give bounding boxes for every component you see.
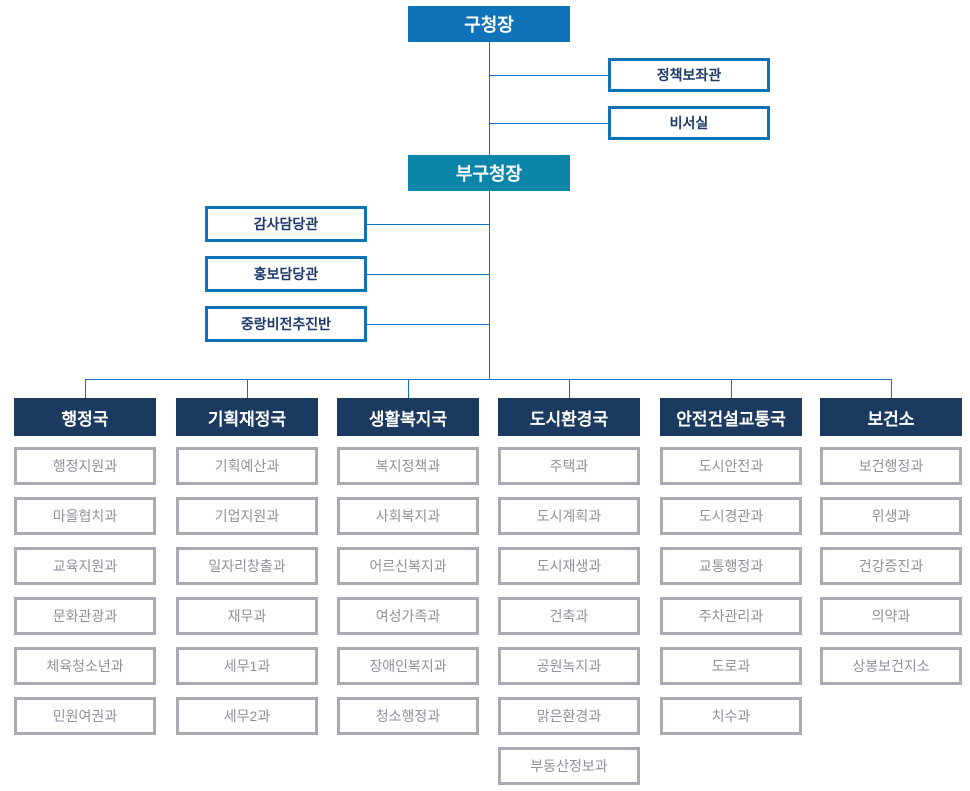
division-box: 기획예산과 (176, 447, 318, 485)
division-box: 교통행정과 (660, 547, 802, 585)
division-box: 재무과 (176, 597, 318, 635)
connector-line (367, 274, 489, 275)
division-box: 교육지원과 (14, 547, 156, 585)
connector-line (490, 123, 608, 124)
node-vision-taskforce: 중랑비전추진반 (205, 306, 367, 342)
node-secretary-office: 비서실 (608, 106, 770, 140)
division-box: 주택과 (498, 447, 640, 485)
division-box: 체육청소년과 (14, 647, 156, 685)
node-district-mayor: 구청장 (408, 6, 570, 42)
division-box: 맑은환경과 (498, 697, 640, 735)
connector-line (490, 75, 608, 76)
division-box: 도시계획과 (498, 497, 640, 535)
division-box: 부동산정보과 (498, 747, 640, 785)
connector-line (891, 380, 892, 398)
division-box: 청소행정과 (337, 697, 479, 735)
division-box: 문화관광과 (14, 597, 156, 635)
department-header: 행정국 (14, 398, 156, 436)
division-box: 주차관리과 (660, 597, 802, 635)
department-header: 보건소 (820, 398, 962, 436)
division-box: 도시경관과 (660, 497, 802, 535)
connector-line (367, 224, 489, 225)
node-pr-officer: 홍보담당관 (205, 256, 367, 292)
division-box: 도로과 (660, 647, 802, 685)
connector-line (731, 380, 732, 398)
division-box: 건강증진과 (820, 547, 962, 585)
connector-line (408, 380, 409, 398)
division-box: 기업지원과 (176, 497, 318, 535)
connector-line (489, 42, 490, 155)
division-box: 민원여권과 (14, 697, 156, 735)
node-policy-advisor: 정책보좌관 (608, 58, 770, 92)
division-box: 치수과 (660, 697, 802, 735)
division-box: 어르신복지과 (337, 547, 479, 585)
division-box: 도시안전과 (660, 447, 802, 485)
division-box: 상봉보건지소 (820, 647, 962, 685)
node-audit-officer: 감사담당관 (205, 206, 367, 242)
division-box: 복지정책과 (337, 447, 479, 485)
connector-line (569, 380, 570, 398)
division-box: 행정지원과 (14, 447, 156, 485)
connector-line (489, 191, 490, 379)
division-box: 세무1과 (176, 647, 318, 685)
division-box: 위생과 (820, 497, 962, 535)
division-box: 여성가족과 (337, 597, 479, 635)
department-header: 생활복지국 (337, 398, 479, 436)
connector-line (367, 324, 489, 325)
division-box: 사회복지과 (337, 497, 479, 535)
department-header: 기획재정국 (176, 398, 318, 436)
division-box: 건축과 (498, 597, 640, 635)
division-box: 마을협치과 (14, 497, 156, 535)
division-box: 도시재생과 (498, 547, 640, 585)
connector-line (247, 380, 248, 398)
connector-line (85, 379, 892, 380)
division-box: 공원녹지과 (498, 647, 640, 685)
department-header: 안전건설교통국 (660, 398, 802, 436)
division-box: 장애인복지과 (337, 647, 479, 685)
division-box: 보건행정과 (820, 447, 962, 485)
division-box: 세무2과 (176, 697, 318, 735)
node-vice-mayor: 부구청장 (408, 155, 570, 191)
division-box: 의약과 (820, 597, 962, 635)
department-header: 도시환경국 (498, 398, 640, 436)
connector-line (85, 380, 86, 398)
division-box: 일자리창출과 (176, 547, 318, 585)
